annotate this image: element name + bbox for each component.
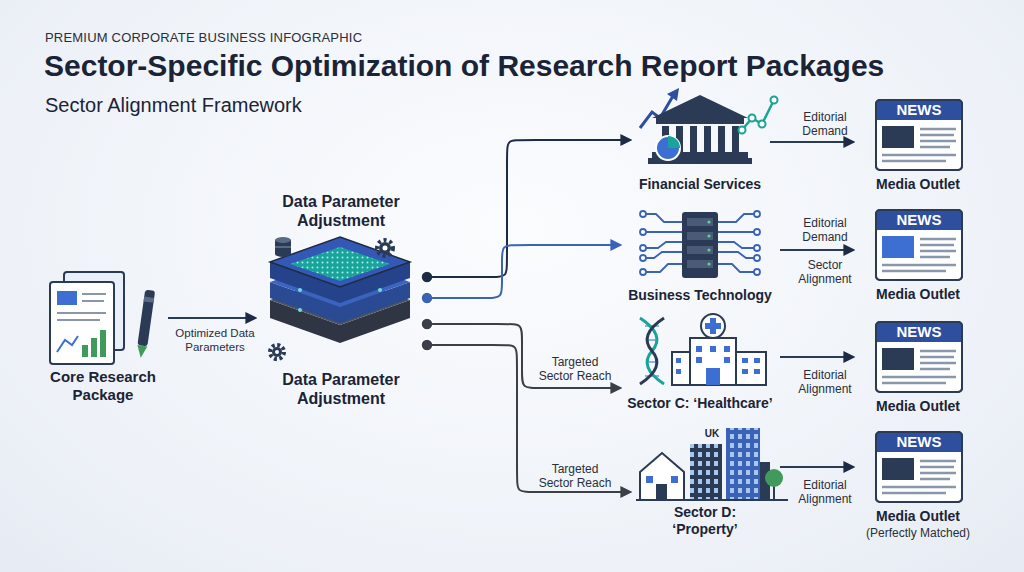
node-label: Media Outlet [853,286,983,303]
document-icon [50,272,155,364]
node-label: Media Outlet [853,508,983,525]
node-label: Financial Services [620,176,780,193]
connector-group [168,140,853,492]
media-node: NEWSMedia Outlet(Perfectly Matched) [853,430,983,542]
header-label: PREMIUM CORPORATE BUSINESS INFOGRAPHIC [45,30,645,46]
node-label: Data Parameter Adjustment [255,370,427,408]
edge-label: Editorial Demand [790,216,860,244]
connector-arrow [168,317,255,319]
gear-icon [270,240,393,359]
node-label: Media Outlet [853,398,983,415]
diagram-title: Sector-Specific Optimization of Research… [44,48,1019,84]
subtitle-label: Sector Alignment Framework [45,93,645,117]
connector-arrow [427,140,630,277]
connector-arrow [427,345,630,492]
connector-arrow [780,356,853,358]
masthead-text: NEWS [876,210,962,230]
masthead-text: NEWS [876,432,962,452]
connector-arrow [427,324,620,388]
node-note: (Perfectly Matched) [843,526,993,540]
node-label: Data Parameter Adjustment [255,192,427,230]
connector-arrow [427,245,620,298]
healthcare-icon [640,314,766,385]
node-label: Sector C: ‘Healthcare’ [610,395,790,412]
edge-label: Targeted Sector Reach [535,355,615,383]
sector-node: Financial Services [630,80,770,196]
sector-node: Business Technology [620,205,780,305]
building-sign: UK [700,428,724,440]
masthead-text: NEWS [876,100,962,120]
node-label: Sector D: ‘Property’ [655,504,755,538]
connector-arrow [780,249,853,251]
node-label: Media Outlet [853,176,983,193]
edge-label: Targeted Sector Reach [535,462,615,490]
masthead-text: NEWS [876,322,962,342]
connector-ports [421,271,433,351]
edge-label: Optimized Data Parameters [170,326,260,354]
connector-arrow [770,141,853,143]
database-icon [275,237,291,257]
media-node: NEWS Media Outlet [853,98,983,194]
server-stack-icon [270,237,410,343]
sector-node: Sector C: ‘Healthcare’ [620,315,780,415]
media-node: NEWS Media Outlet [853,320,983,416]
edge-label: Editorial Alignment [783,368,867,396]
connector-arrow [780,466,853,468]
bank-icon [640,88,778,164]
node-label: Business Technology [615,287,785,304]
sector-node: UK Sector D: ‘Property’ [630,420,780,545]
edge-label: Editorial Demand [790,110,860,138]
server-rack-icon [640,211,760,278]
node-label: Core Research Package [38,368,168,404]
property-icon [636,428,788,500]
media-node: NEWS Media Outlet [853,208,983,304]
process-node: Data Parameter AdjustmentData Parameter … [255,192,427,414]
source-node: Core Research Package [38,262,168,404]
edge-label: Editorial Alignment [783,478,867,506]
edge-note: Sector Alignment [790,258,860,286]
